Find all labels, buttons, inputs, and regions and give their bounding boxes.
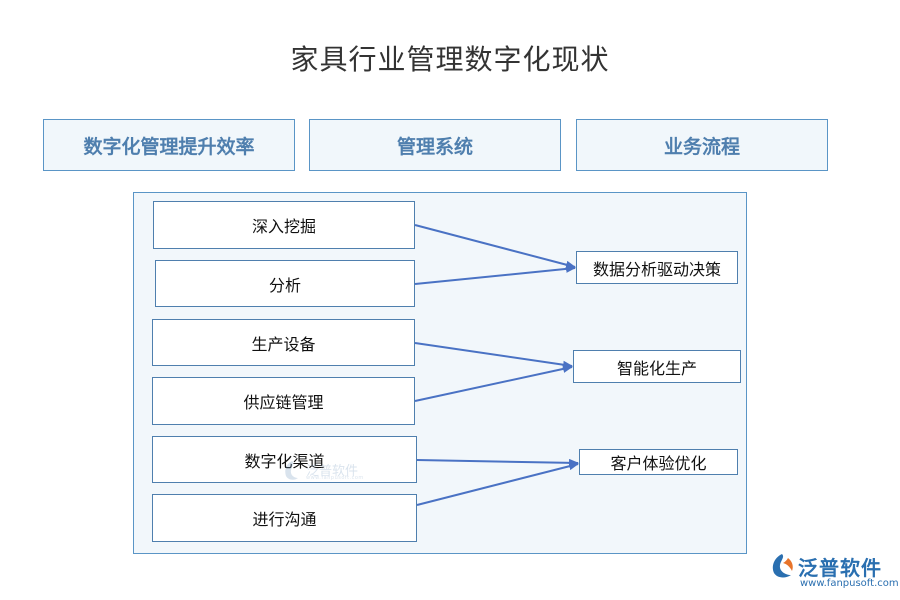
node-supply-chain: 供应链管理 [152, 377, 415, 425]
node-digital-channel: 数字化渠道 [152, 436, 417, 483]
watermark-center-text: 泛普软件 [306, 464, 359, 479]
node-analysis: 分析 [155, 260, 415, 307]
brand-logo-url: www.fanpusoft.com [800, 578, 899, 589]
node-deep-mining: 深入挖掘 [153, 201, 415, 249]
watermark-center: 泛普软件 www.fanpusoft.com [282, 458, 372, 484]
target-data-driven-decision: 数据分析驱动决策 [576, 251, 738, 284]
target-smart-production: 智能化生产 [573, 350, 741, 383]
node-production-equipment: 生产设备 [152, 319, 415, 366]
header-management-system: 管理系统 [309, 119, 561, 171]
brand-logo: 泛普软件 www.fanpusoft.com [768, 552, 899, 596]
diagram-title: 家具行业管理数字化现状 [290, 43, 610, 76]
node-communication: 进行沟通 [152, 494, 417, 542]
brand-logo-name: 泛普软件 [798, 556, 882, 580]
watermark-logo-icon [285, 461, 298, 480]
brand-logo-icon [772, 554, 793, 578]
header-business-process: 业务流程 [576, 119, 828, 171]
target-customer-experience: 客户体验优化 [579, 449, 738, 475]
header-efficiency: 数字化管理提升效率 [43, 119, 295, 171]
watermark-center-sub: www.fanpusoft.com [306, 475, 364, 481]
